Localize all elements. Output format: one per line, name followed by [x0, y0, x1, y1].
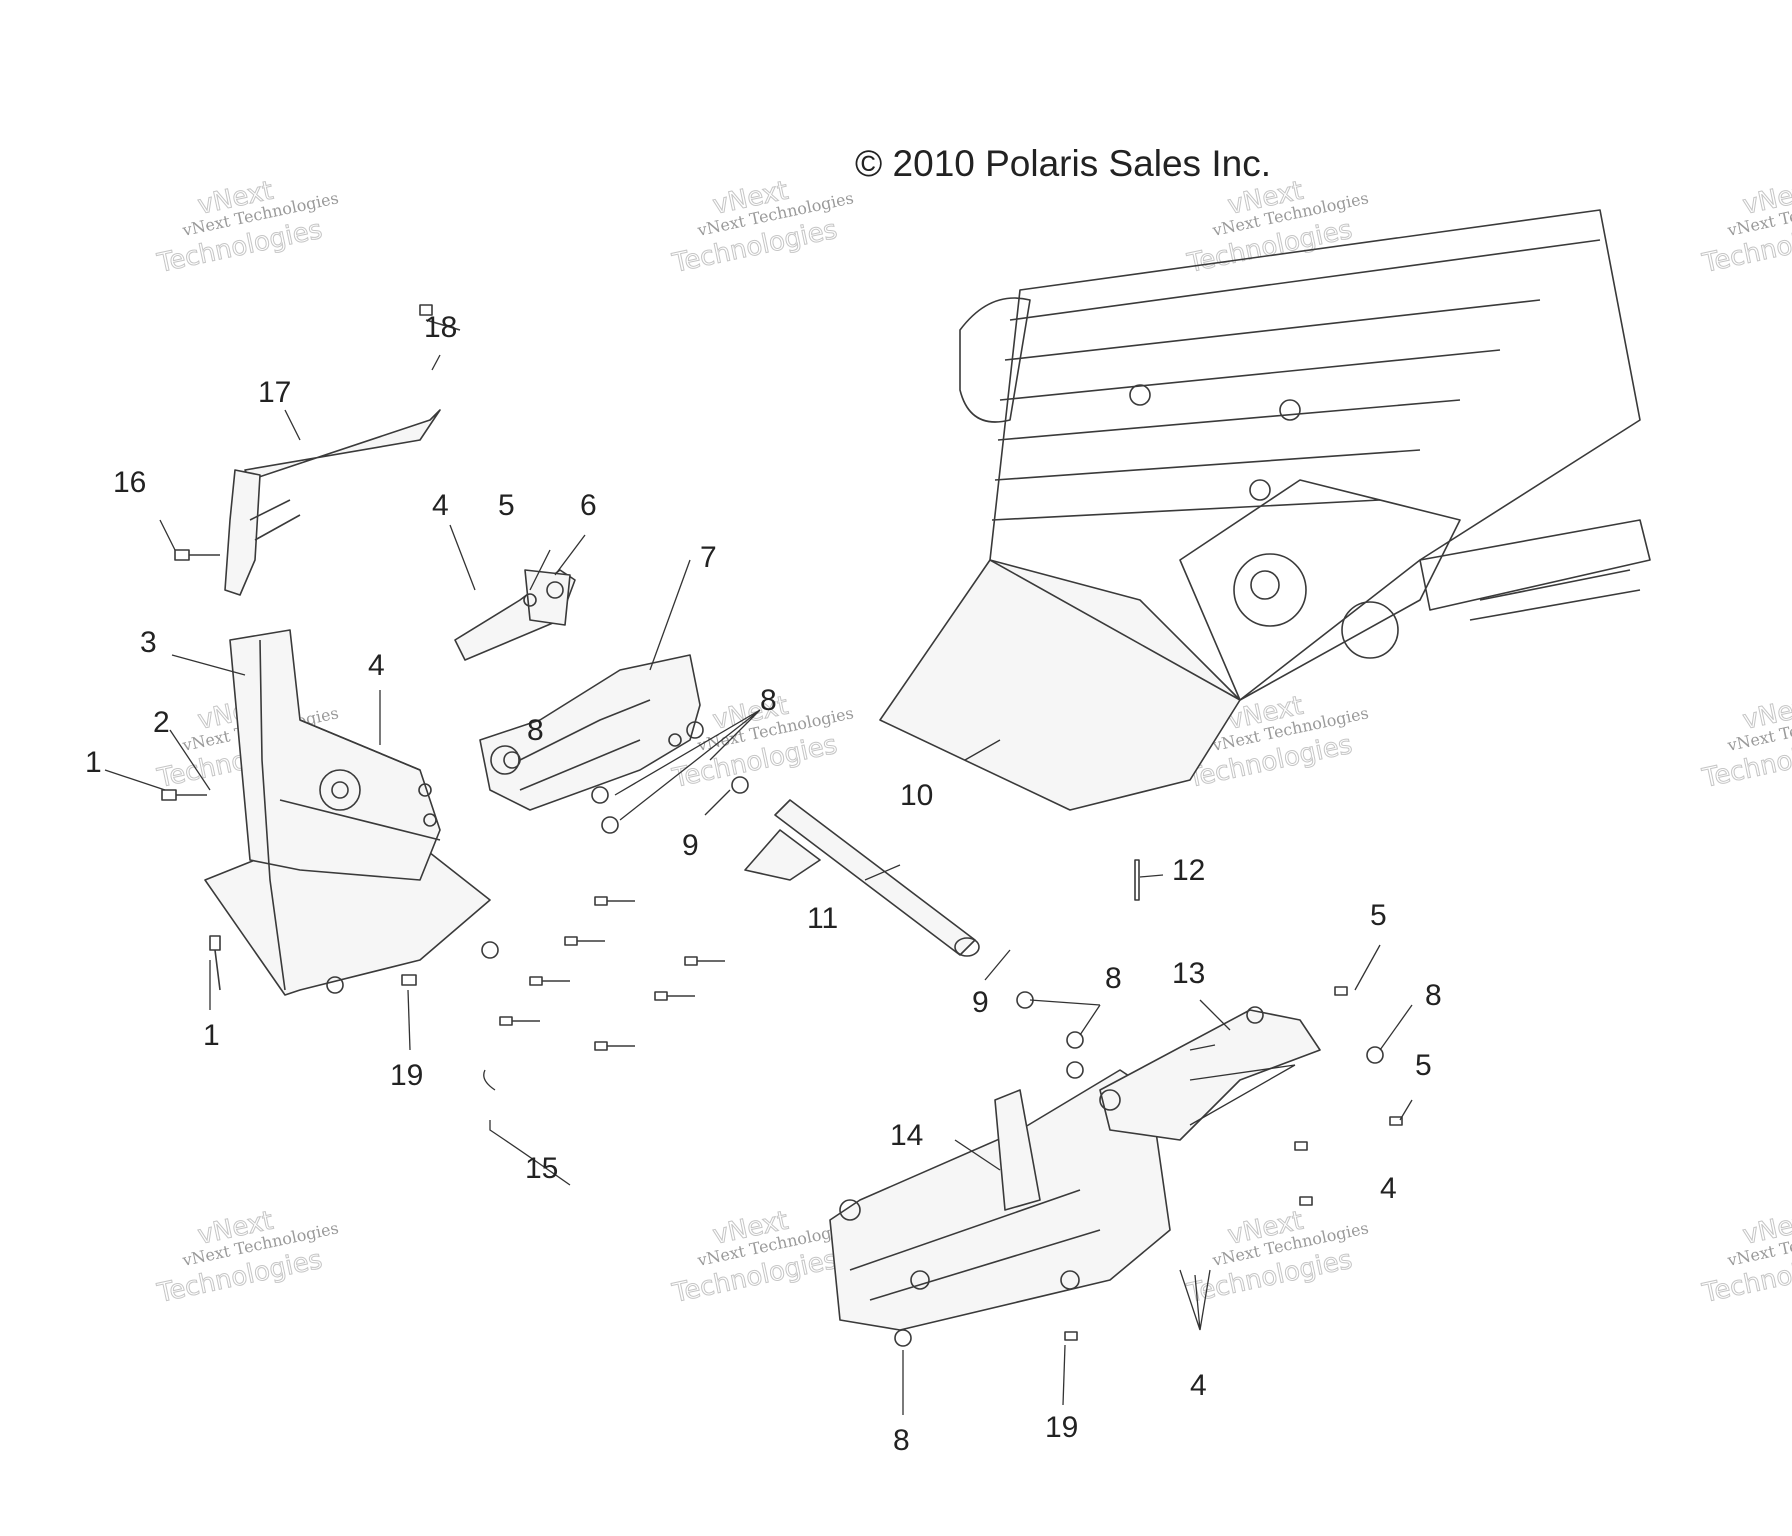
shock-mount — [479, 654, 701, 811]
callout-19: 19 — [390, 1059, 423, 1092]
callout-5: 5 — [1415, 1049, 1432, 1082]
bolt — [684, 956, 725, 966]
bolt — [594, 1041, 635, 1051]
callout-16: 16 — [113, 466, 146, 499]
bolt — [1294, 1141, 1308, 1151]
callout-labels: 1 1 2 3 4 4 4 4 5 5 5 6 7 8 8 8 8 8 9 9 … — [85, 311, 1442, 1457]
bolt — [419, 304, 461, 331]
nut — [601, 816, 619, 834]
bolt — [654, 991, 695, 1001]
callout-4: 4 — [1190, 1369, 1207, 1402]
callout-13: 13 — [1172, 957, 1205, 990]
callout-12: 12 — [1172, 854, 1205, 887]
bolt — [1299, 1196, 1313, 1206]
callout-8: 8 — [1105, 962, 1122, 995]
callout-9: 9 — [972, 986, 989, 1019]
nut — [894, 1329, 912, 1347]
callout-6: 6 — [580, 489, 597, 522]
cross-shaft — [744, 799, 980, 957]
mount-bracket — [454, 569, 576, 661]
bolt — [161, 789, 207, 801]
nut — [591, 786, 609, 804]
callout-7: 7 — [700, 541, 717, 574]
callout-17: 17 — [258, 376, 291, 409]
bolt — [594, 896, 635, 906]
watermark: vNext vNext Technologies Technologies — [1699, 1205, 1792, 1309]
bolt — [401, 974, 417, 986]
nut — [686, 721, 704, 739]
callout-2: 2 — [153, 706, 170, 739]
callout-8: 8 — [893, 1424, 910, 1457]
callout-8: 8 — [1425, 979, 1442, 1012]
fasteners — [161, 304, 1403, 1347]
bolt — [209, 935, 221, 991]
callout-14: 14 — [890, 1119, 923, 1152]
bolt — [1134, 859, 1140, 901]
nut — [1066, 1061, 1084, 1079]
rear-frame — [829, 1069, 1171, 1331]
nut — [503, 751, 521, 769]
watermark: vNext vNext Technologies Technologies — [669, 1205, 856, 1309]
bolt — [174, 549, 220, 561]
callout-1: 1 — [203, 1019, 220, 1052]
nut — [1366, 1046, 1384, 1064]
callout-18: 18 — [424, 311, 457, 344]
bolt — [1389, 1116, 1403, 1126]
bolt — [564, 936, 605, 946]
callout-4: 4 — [1380, 1172, 1397, 1205]
rear-shock-mount — [1099, 1006, 1321, 1141]
callout-8: 8 — [760, 684, 777, 717]
callout-3: 3 — [140, 626, 157, 659]
watermark: vNext vNext Technologies Technologies — [669, 175, 856, 279]
callout-1: 1 — [85, 746, 102, 779]
bolt — [499, 1016, 540, 1026]
callout-11: 11 — [807, 902, 838, 935]
front-bulkhead — [204, 629, 499, 996]
callout-9: 9 — [682, 829, 699, 862]
bolt — [529, 976, 570, 986]
bumper-bracket — [224, 409, 441, 596]
callout-4: 4 — [432, 489, 449, 522]
callout-8: 8 — [527, 714, 544, 747]
watermark: vNext vNext Technologies Technologies — [1699, 175, 1792, 279]
bolt — [1334, 986, 1348, 996]
bolt — [1064, 1331, 1078, 1341]
callout-4: 4 — [368, 649, 385, 682]
nut — [731, 776, 749, 794]
copyright-text: © 2010 Polaris Sales Inc. — [855, 143, 1271, 184]
callout-19: 19 — [1045, 1411, 1078, 1444]
callout-5: 5 — [498, 489, 515, 522]
callout-10: 10 — [900, 779, 933, 812]
watermark: vNext vNext Technologies Technologies — [154, 1205, 341, 1309]
callout-15: 15 — [525, 1152, 558, 1185]
watermark: vNext vNext Technologies Technologies — [154, 175, 341, 279]
watermark: vNext vNext Technologies Technologies — [1184, 1205, 1371, 1309]
nut — [1066, 1031, 1084, 1049]
callout-5: 5 — [1370, 899, 1387, 932]
tunnel-chassis — [879, 209, 1651, 811]
watermark: vNext vNext Technologies Technologies — [1699, 690, 1792, 794]
leader-lines — [104, 354, 1413, 1415]
